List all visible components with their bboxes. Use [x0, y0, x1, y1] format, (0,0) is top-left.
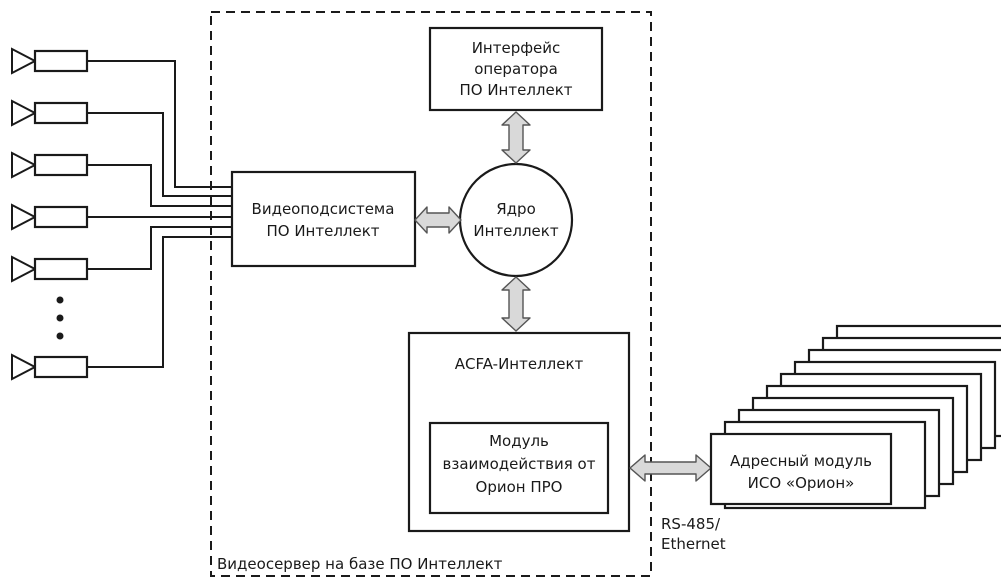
ellipsis-dot — [56, 332, 64, 340]
arrow-video-core — [414, 206, 462, 234]
ellipsis-dot — [56, 296, 64, 304]
wire-camera-3 — [87, 164, 232, 207]
orion-module-line2: взаимодействия от — [443, 455, 596, 473]
camera-lens-icon — [11, 255, 38, 283]
camera-body — [33, 257, 89, 281]
core-block: Ядро Интеллект — [458, 162, 574, 278]
camera-3 — [11, 151, 89, 179]
server-boundary — [210, 11, 652, 577]
camera-body — [33, 49, 89, 73]
camera-lens-icon — [11, 203, 38, 231]
camera-lens-icon — [11, 151, 38, 179]
operator-interface-box — [428, 26, 604, 112]
arrow-orion-address — [629, 454, 712, 482]
wire-camera-1 — [87, 60, 232, 188]
operator-interface-line3: ПО Интеллект — [459, 81, 572, 99]
camera-body — [33, 101, 89, 125]
arrow-operator-core — [501, 111, 531, 164]
wire-camera-6 — [87, 236, 232, 368]
acfa-block: АСFA-Интеллект Модуль взаимодействия от … — [407, 331, 631, 533]
video-subsystem-line1: Видеоподсистема — [252, 200, 395, 218]
core-circle — [458, 162, 574, 278]
camera-6 — [11, 353, 89, 381]
operator-interface-line2: оператора — [474, 60, 558, 78]
orion-module-line1: Модуль — [489, 432, 549, 450]
server-label: Видеосервер на базе ПО Интеллект — [217, 555, 503, 573]
camera-2 — [11, 99, 89, 127]
camera-lens-icon — [11, 99, 38, 127]
camera-wires — [87, 60, 232, 368]
bus-label-line1: RS-485/ — [661, 515, 721, 533]
acfa-title: АСFA-Интеллект — [455, 355, 584, 373]
operator-interface-block: Интерфейс оператора ПО Интеллект — [428, 26, 604, 112]
camera-body — [33, 153, 89, 177]
wire-camera-2 — [87, 112, 232, 197]
address-module-line1: Адресный модуль — [730, 452, 872, 470]
arrow-core-acfa — [501, 276, 531, 332]
camera-group — [11, 47, 89, 381]
camera-lens-icon — [11, 353, 38, 381]
camera-body — [33, 355, 89, 379]
wire-camera-5 — [87, 226, 232, 270]
orion-module-line3: Орион ПРО — [476, 478, 563, 496]
video-subsystem-block: Видеоподсистема ПО Интеллект — [230, 170, 417, 268]
operator-interface-line1: Интерфейс — [472, 39, 561, 57]
video-subsystem-box — [230, 170, 417, 268]
video-subsystem-line2: ПО Интеллект — [266, 222, 379, 240]
camera-4 — [11, 203, 89, 231]
camera-5 — [11, 255, 89, 283]
camera-body — [33, 205, 89, 229]
address-module-box — [709, 432, 893, 506]
core-line1: Ядро — [496, 200, 536, 218]
address-module-stack: Адресный модуль ИСО «Орион» — [709, 324, 1001, 510]
camera-lens-icon — [11, 47, 38, 75]
orion-module-box — [428, 421, 610, 515]
bus-label-line2: Ethernet — [661, 535, 726, 553]
address-module-line2: ИСО «Орион» — [748, 474, 855, 492]
camera-1 — [11, 47, 89, 75]
core-line2: Интеллект — [473, 222, 558, 240]
ellipsis-dot — [56, 314, 64, 322]
